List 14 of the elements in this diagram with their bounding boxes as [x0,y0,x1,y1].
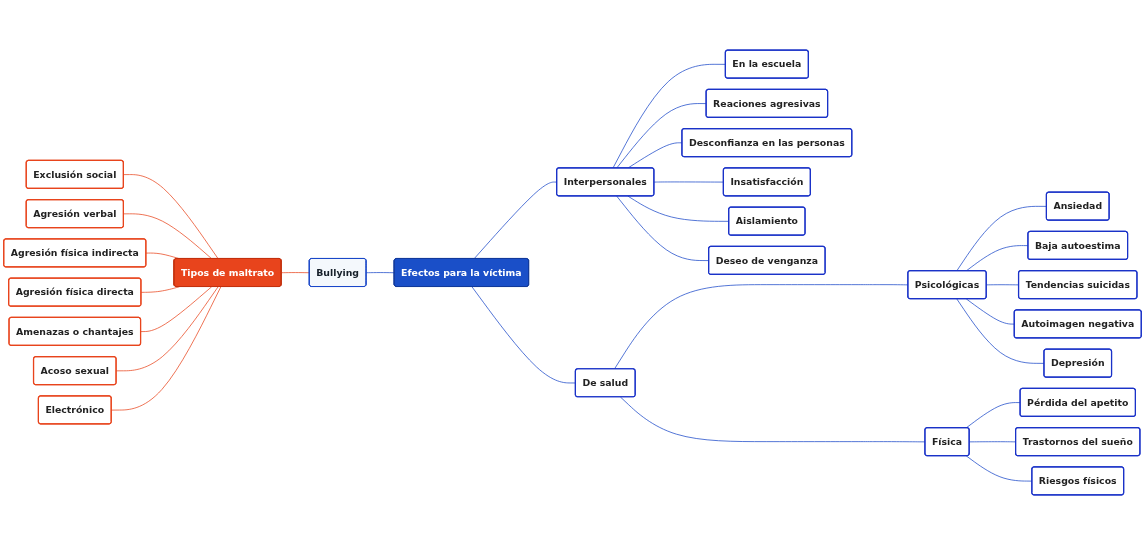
connector [365,272,395,274]
connector [612,63,726,169]
connector [471,286,576,384]
connector [111,286,222,411]
connector [653,181,724,183]
connector [956,205,1047,272]
connector [140,286,213,332]
connector [140,286,180,293]
connector [616,103,707,169]
connector [965,298,1015,325]
connector [123,213,213,260]
connector [281,272,310,274]
connector [965,402,1021,429]
connector [123,174,219,260]
